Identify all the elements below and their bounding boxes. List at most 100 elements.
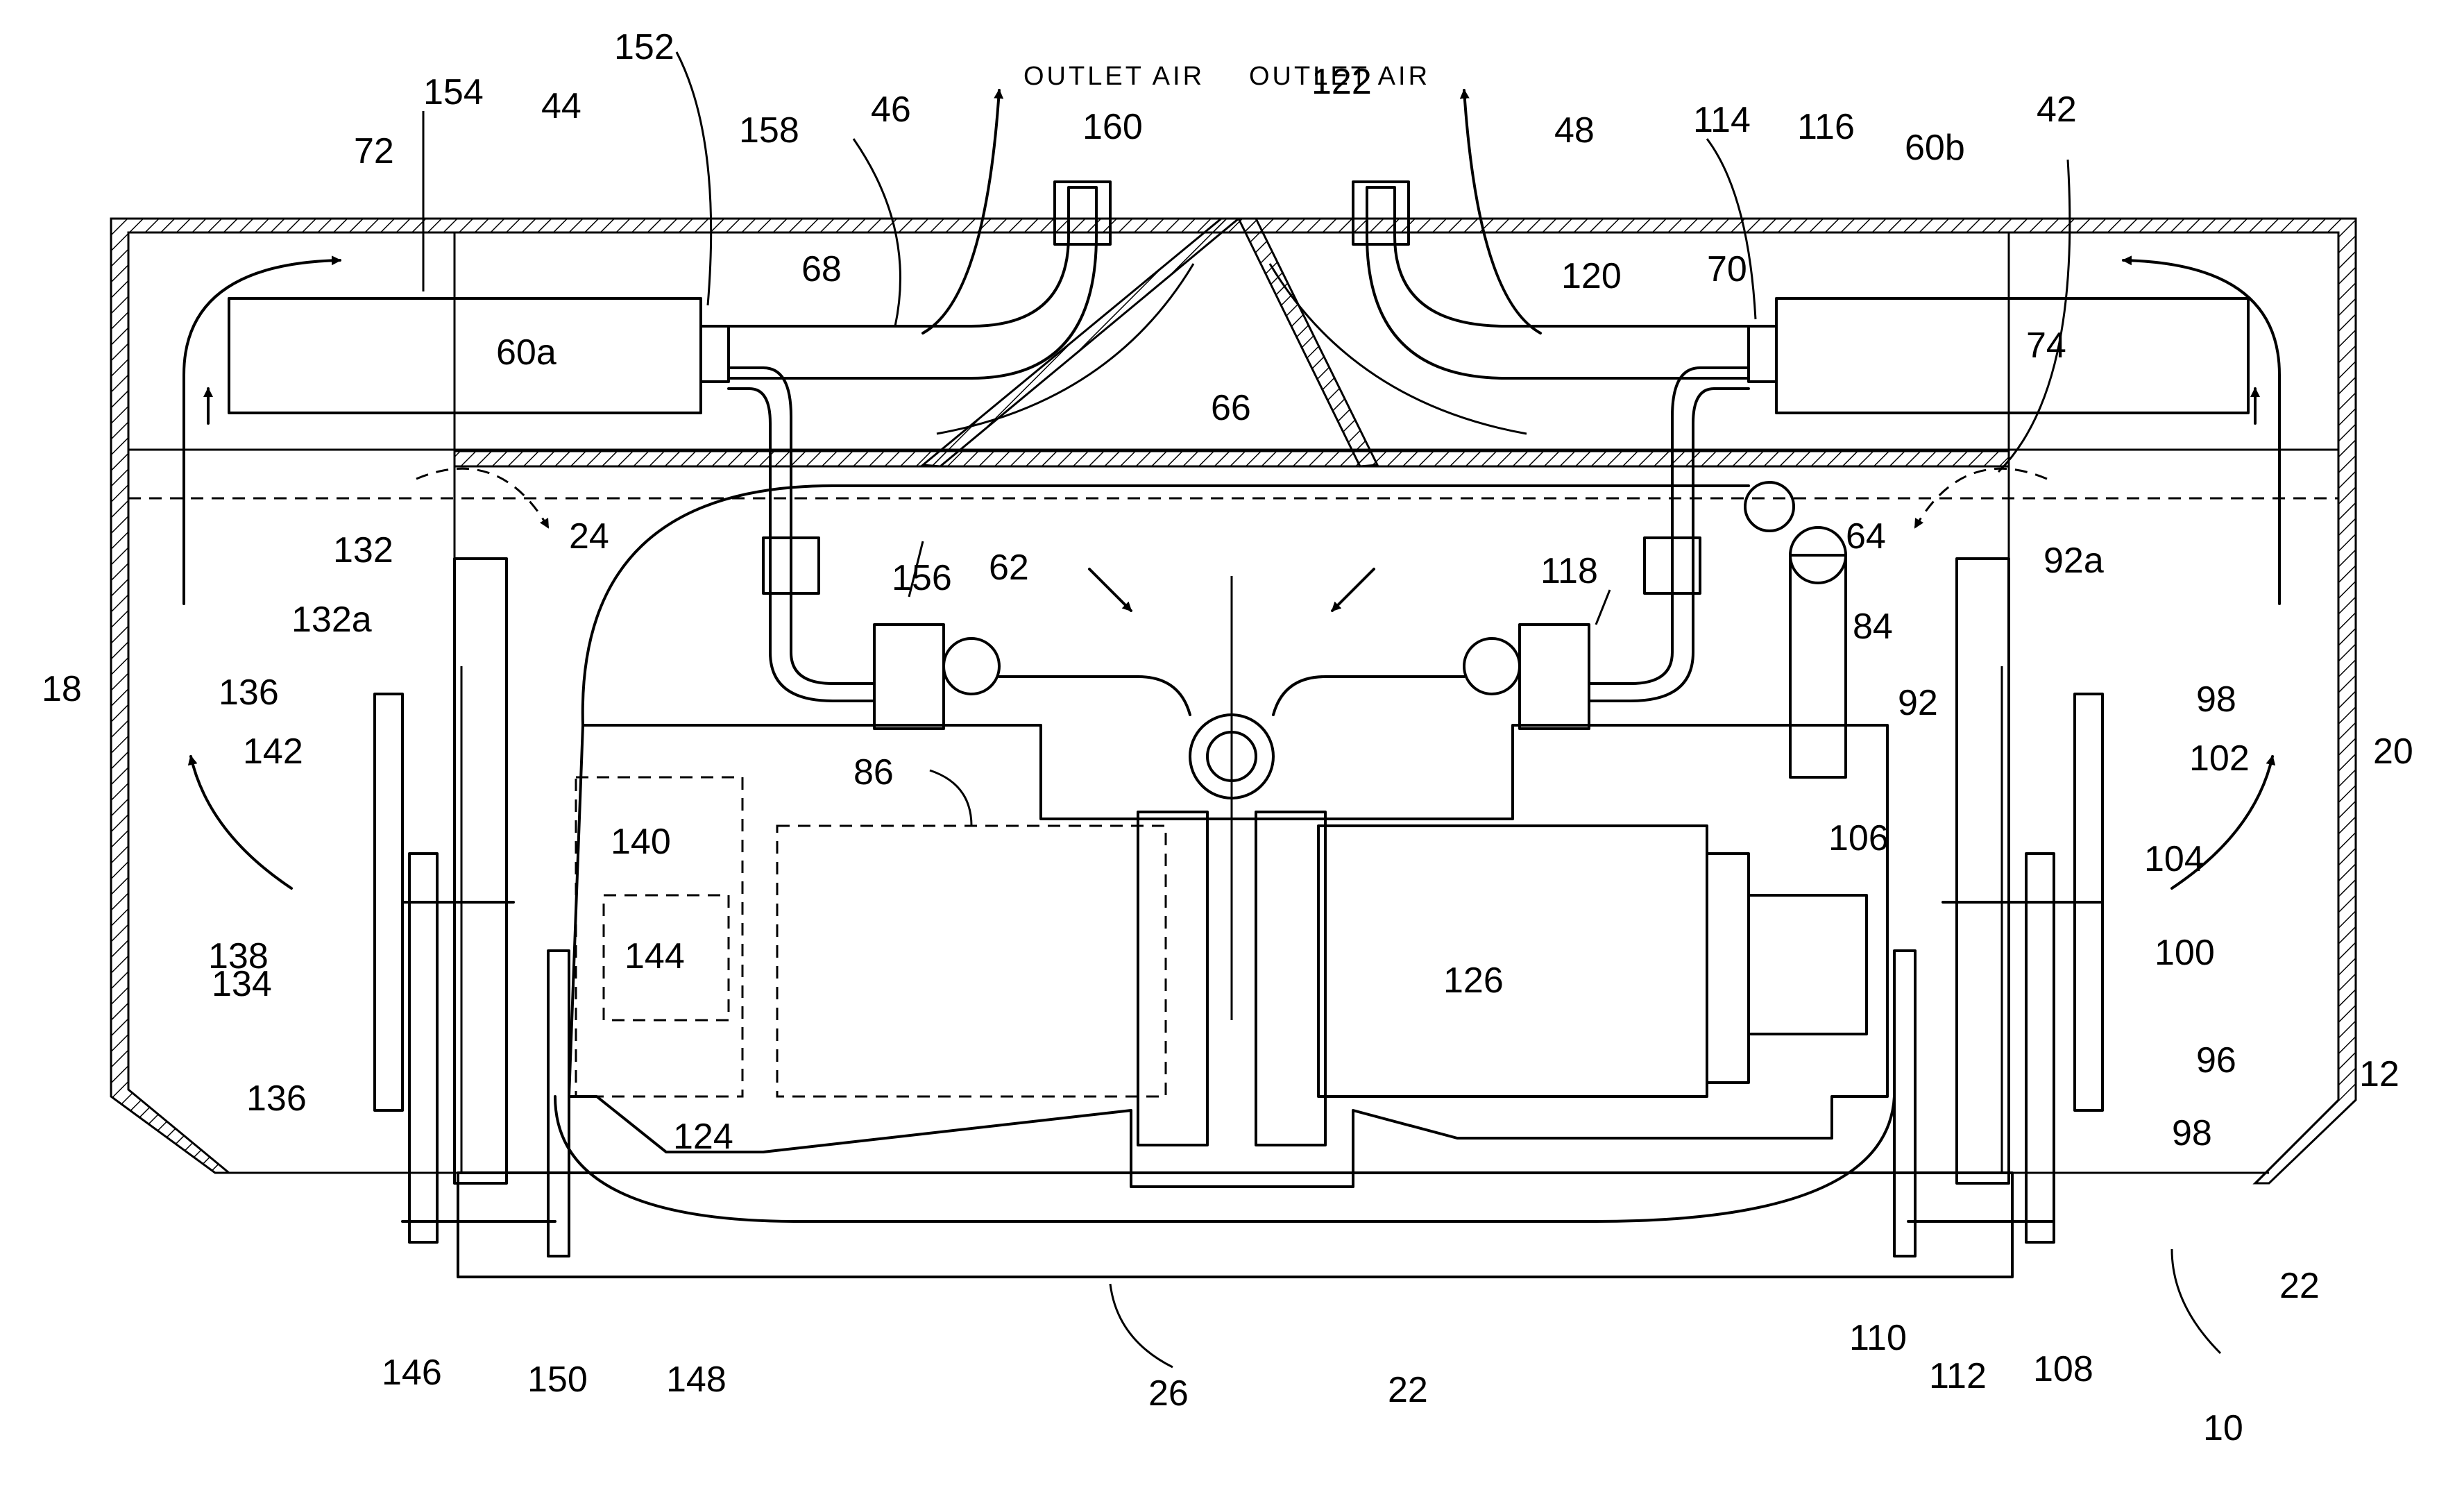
leader-lines	[423, 52, 2220, 1367]
arrow-inflow-left	[1089, 569, 1131, 611]
ref-140: 140	[611, 822, 671, 862]
ref-102: 102	[2189, 738, 2250, 779]
arrow-outlet-left	[923, 90, 999, 333]
reference-numerals: 10 12 18 20 22 22 24 26 42 44 46 48 60a …	[42, 27, 2413, 1448]
ref-60a: 60a	[496, 332, 556, 373]
left-muffler-154	[229, 298, 701, 413]
ref-10: 10	[2203, 1408, 2243, 1448]
ref-64: 64	[1846, 516, 1886, 557]
base-skid-26	[458, 1173, 2012, 1277]
ref-126: 126	[1443, 960, 1504, 1001]
right-manifold	[1273, 677, 1464, 715]
divider-66-right	[1239, 219, 1377, 466]
divider-66-left	[923, 219, 1239, 466]
left-belt-148	[548, 951, 569, 1256]
coupling-right	[1256, 812, 1325, 1145]
ref-136-top: 136	[219, 672, 279, 713]
arrow-outlet-right	[1464, 90, 1540, 333]
leader-152	[677, 52, 711, 305]
ref-116: 116	[1797, 107, 1855, 147]
coolant-loop-lower	[555, 1096, 1894, 1221]
left-muffler-collar	[701, 326, 729, 382]
leader-26	[1110, 1284, 1173, 1367]
ref-152: 152	[614, 27, 674, 67]
ref-136-bottom: 136	[246, 1078, 307, 1119]
right-turbo-wheel	[1464, 638, 1520, 694]
ref-72: 72	[354, 131, 394, 171]
ref-26: 26	[1148, 1373, 1189, 1414]
engine-generator	[458, 482, 2012, 1277]
right-muffler-116	[1776, 298, 2248, 413]
ref-120: 120	[1561, 256, 1622, 296]
ref-62: 62	[989, 548, 1029, 588]
ref-44: 44	[541, 86, 581, 126]
ref-158: 158	[739, 110, 799, 151]
ref-42: 42	[2037, 90, 2077, 130]
arrow-left-up	[184, 260, 340, 604]
coolant-loop-upper	[583, 486, 1749, 725]
right-turbo-118	[1520, 625, 1589, 729]
right-pulley-100	[2026, 854, 2054, 1242]
ref-150: 150	[527, 1360, 588, 1400]
generator-end-cap	[1749, 895, 1867, 1034]
right-muffler-collar	[1749, 326, 1776, 382]
ref-148: 148	[666, 1360, 727, 1400]
ref-98-bottom: 98	[2172, 1113, 2212, 1153]
ref-144: 144	[625, 936, 685, 976]
right-outlet-stub-122	[1353, 182, 1409, 244]
ref-108: 108	[2033, 1349, 2093, 1389]
upper-chambers	[229, 182, 2248, 701]
left-fan-134	[375, 694, 402, 1110]
ref-70: 70	[1707, 249, 1747, 289]
ref-146: 146	[382, 1353, 442, 1393]
ref-132: 132	[333, 530, 393, 570]
ref-46: 46	[871, 90, 911, 130]
ref-22-right: 22	[2279, 1266, 2320, 1306]
ref-122: 122	[1311, 62, 1372, 102]
enclosure-housing	[111, 219, 2356, 1183]
pipe-64-end	[1745, 482, 1794, 531]
left-turbo-wheel	[944, 638, 999, 694]
ref-112: 112	[1929, 1356, 1987, 1396]
left-exhaust-pipe-inner	[729, 389, 874, 701]
ref-124: 124	[673, 1117, 733, 1157]
engine-86-dashed	[777, 826, 1166, 1096]
ref-110: 110	[1849, 1318, 1907, 1358]
ref-154: 154	[423, 72, 484, 112]
right-exhaust-pipe	[1589, 368, 1749, 684]
floor-plate-62	[454, 451, 2009, 466]
leader-118	[1596, 590, 1610, 625]
ref-114: 114	[1693, 100, 1751, 140]
ref-92: 92	[1898, 683, 1938, 723]
ref-24: 24	[569, 516, 609, 557]
ref-98-top: 98	[2196, 679, 2236, 720]
housing-outer-wall	[111, 219, 2356, 1183]
ref-156: 156	[892, 558, 952, 598]
generator-flange	[1707, 854, 1749, 1083]
left-turbo-156	[874, 625, 944, 729]
ref-86: 86	[853, 752, 894, 793]
left-pulley-138	[409, 854, 437, 1242]
arrow-left-fan	[191, 756, 291, 888]
left-manifold	[999, 677, 1190, 715]
outlet-air-caption-left: OUTLET AIR	[1023, 62, 1205, 91]
ref-66: 66	[1211, 388, 1251, 428]
ref-160: 160	[1082, 107, 1143, 147]
left-cooling	[375, 559, 569, 1256]
ref-12: 12	[2359, 1054, 2399, 1094]
ref-106: 106	[1828, 818, 1889, 858]
right-outlet-duct-120	[1367, 187, 1749, 378]
ref-100: 100	[2155, 933, 2215, 973]
air-cleaner-84	[1790, 555, 1846, 777]
ref-96: 96	[2196, 1040, 2236, 1081]
ref-48: 48	[1554, 110, 1595, 151]
ref-74: 74	[2026, 325, 2066, 366]
ref-68: 68	[801, 249, 842, 289]
leader-10	[2172, 1249, 2220, 1353]
right-exhaust-pipe-inner	[1589, 389, 1749, 701]
left-exhaust-pipe	[729, 368, 874, 684]
ref-92a: 92a	[2044, 541, 2104, 581]
ref-20: 20	[2373, 731, 2413, 772]
ref-22-bottom: 22	[1388, 1370, 1428, 1410]
